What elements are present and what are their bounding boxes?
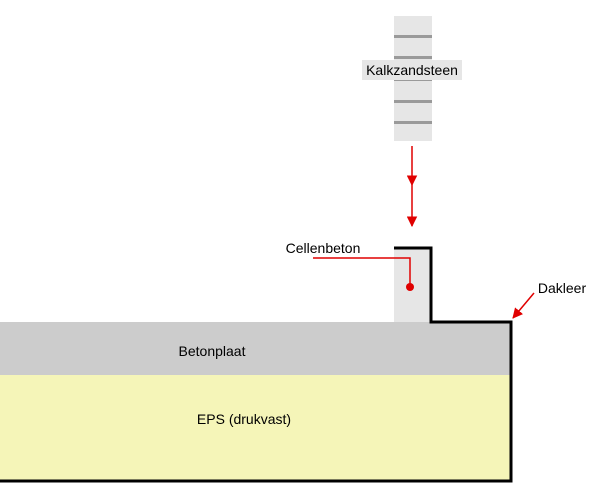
kalkzandsteen-block: Kalkzandsteen	[362, 16, 462, 141]
cellenbeton-leader-line	[313, 257, 411, 286]
dakleer-membrane	[0, 246, 513, 483]
kalkzandsteen-stripe	[394, 35, 432, 38]
dakleer-callout: Dakleer	[512, 280, 587, 319]
kalkzandsteen-stripe	[394, 56, 432, 59]
kalkzandsteen-label: Kalkzandsteen	[366, 62, 458, 78]
kalkzandsteen-stripe	[394, 121, 432, 124]
kalkzandsteen-stripe	[394, 100, 432, 103]
betonplaat-label: Betonplaat	[179, 343, 246, 359]
cellenbeton-label: Cellenbeton	[286, 240, 361, 256]
kalkzandsteen-label-bg	[362, 60, 462, 80]
eps-label: EPS (drukvast)	[197, 411, 291, 427]
cellenbeton-leader-dot	[406, 283, 414, 291]
cellenbeton-callout: Cellenbeton	[286, 240, 414, 291]
dakleer-label: Dakleer	[538, 280, 587, 296]
dakleer-leader-arrow	[512, 292, 535, 319]
betonplaat-layer	[0, 322, 511, 375]
eps-layer	[0, 375, 511, 481]
